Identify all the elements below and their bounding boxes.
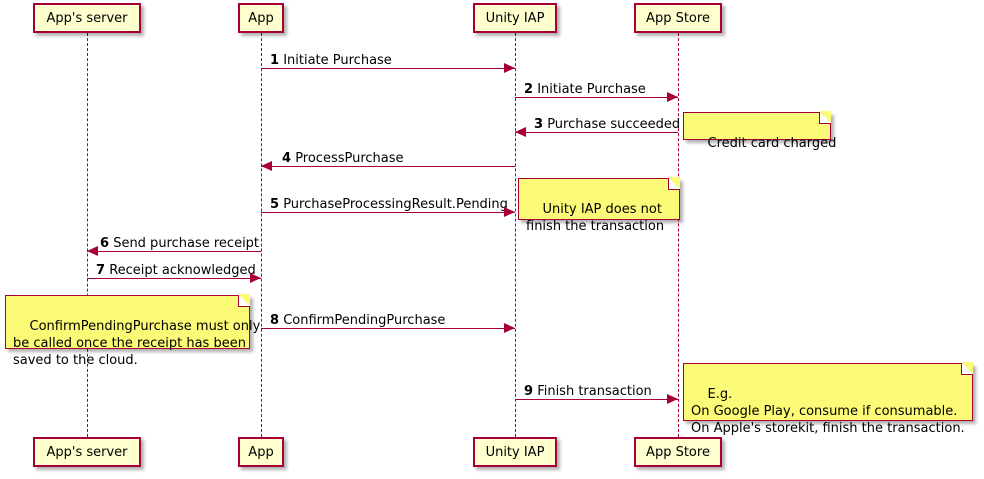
message-number: 5 — [270, 197, 280, 212]
note-fold-corner-icon — [238, 294, 250, 307]
message-number: 6 — [100, 236, 110, 251]
lifeline-app — [261, 33, 262, 437]
participant-label: App — [248, 10, 274, 26]
message-number: 4 — [282, 151, 292, 166]
note-text: Credit card charged — [707, 136, 837, 151]
message-arrowhead-4 — [261, 161, 272, 171]
participant-app-top[interactable]: App — [238, 3, 284, 33]
message-text: PurchaseProcessingResult.Pending — [283, 197, 508, 212]
message-text: Initiate Purchase — [283, 53, 392, 68]
message-label-5: 5 PurchaseProcessingResult.Pending — [270, 198, 508, 211]
message-label-7: 7 Receipt acknowledged — [96, 264, 256, 277]
note-fold-corner-icon — [668, 177, 680, 190]
message-label-8: 8 ConfirmPendingPurchase — [270, 314, 445, 327]
message-number: 9 — [524, 384, 534, 399]
message-arrowhead-6 — [87, 246, 98, 256]
message-number: 3 — [534, 117, 544, 132]
message-number: 2 — [524, 82, 534, 97]
participant-unity-iap-top[interactable]: Unity IAP — [473, 3, 557, 33]
message-text: Receipt acknowledged — [109, 263, 256, 278]
message-arrow-5 — [261, 212, 515, 213]
note-finish-transaction-examples: E.g. On Google Play, consume if consumab… — [683, 362, 973, 436]
note-fold-corner-icon — [961, 362, 973, 375]
message-arrow-8 — [261, 328, 515, 329]
participant-label: App Store — [646, 10, 710, 26]
participant-label: App — [248, 444, 274, 460]
message-arrowhead-8 — [504, 323, 515, 333]
message-number: 1 — [270, 53, 280, 68]
participant-label: App's server — [46, 10, 128, 26]
participant-label: Unity IAP — [485, 444, 545, 460]
message-text: ConfirmPendingPurchase — [283, 313, 446, 328]
participant-apps-server-top[interactable]: App's server — [33, 3, 141, 33]
note-confirm-pending-purchase: ConfirmPendingPurchase must only be call… — [5, 294, 260, 368]
message-arrowhead-2 — [667, 92, 678, 102]
participant-app-store-bottom[interactable]: App Store — [634, 437, 722, 467]
participant-app-store-top[interactable]: App Store — [634, 3, 722, 33]
message-arrow-2 — [515, 97, 678, 98]
message-arrowhead-9 — [667, 394, 678, 404]
message-label-1: 1 Initiate Purchase — [270, 54, 392, 67]
message-arrow-4 — [261, 166, 515, 167]
participant-label: App Store — [646, 444, 710, 460]
message-text: Purchase succeeded — [547, 117, 681, 132]
message-arrow-7 — [87, 278, 261, 279]
message-label-3: 3 Purchase succeeded — [534, 118, 680, 131]
message-number: 8 — [270, 313, 280, 328]
note-text: E.g. On Google Play, consume if consumab… — [691, 387, 965, 436]
participant-apps-server-bottom[interactable]: App's server — [33, 437, 141, 467]
message-arrow-3 — [515, 132, 678, 133]
message-text: Initiate Purchase — [537, 82, 646, 97]
message-arrowhead-7 — [250, 273, 261, 283]
message-text: ProcessPurchase — [295, 151, 404, 166]
participant-label: Unity IAP — [485, 10, 545, 26]
note-credit-card-charged: Credit card charged — [683, 111, 836, 151]
message-arrowhead-1 — [504, 63, 515, 73]
message-label-2: 2 Initiate Purchase — [524, 83, 646, 96]
message-arrow-6 — [87, 251, 261, 252]
lifeline-app-store — [678, 33, 679, 437]
lifeline-unity-iap — [515, 33, 516, 437]
note-fold-corner-icon — [819, 111, 831, 124]
message-arrowhead-3 — [515, 127, 526, 137]
message-arrow-1 — [261, 68, 515, 69]
message-text: Send purchase receipt — [113, 236, 260, 251]
participant-unity-iap-bottom[interactable]: Unity IAP — [473, 437, 557, 467]
message-text: Finish transaction — [537, 384, 652, 399]
message-label-4: 4 ProcessPurchase — [282, 152, 404, 165]
message-arrow-9 — [515, 399, 678, 400]
message-label-6: 6 Send purchase receipt — [100, 237, 259, 250]
participant-label: App's server — [46, 444, 128, 460]
participant-app-bottom[interactable]: App — [238, 437, 284, 467]
lifeline-apps-server — [87, 33, 88, 437]
message-number: 7 — [96, 263, 106, 278]
note-unity-iap-does-not-finish: Unity IAP does not finish the transactio… — [518, 177, 680, 234]
message-arrowhead-5 — [504, 207, 515, 217]
note-text: ConfirmPendingPurchase must only be call… — [13, 319, 261, 368]
message-label-9: 9 Finish transaction — [524, 385, 652, 398]
note-text: Unity IAP does not finish the transactio… — [526, 202, 665, 234]
